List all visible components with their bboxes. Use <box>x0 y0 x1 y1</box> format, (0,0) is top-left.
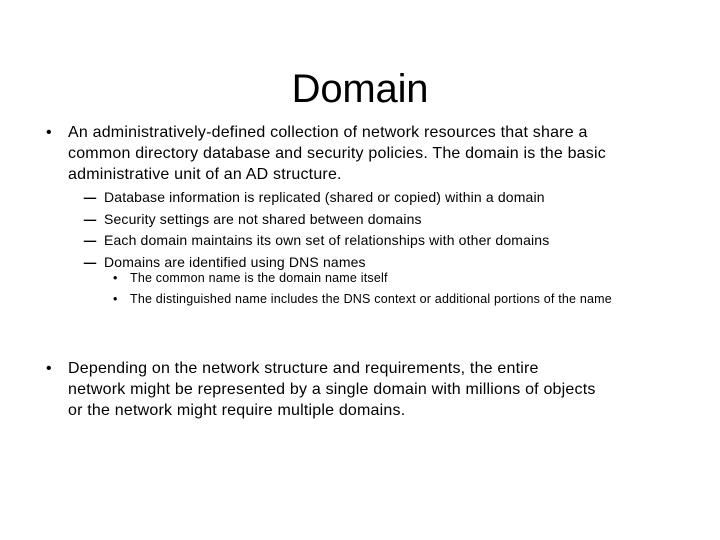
dash-bullet-marker-icon: – <box>83 189 98 205</box>
bullet-line: network might be represented by a single… <box>68 381 596 398</box>
bullet-marker-icon: • <box>46 124 52 141</box>
bullet-text: Each domain maintains its own set of rel… <box>104 232 550 248</box>
bullet-text: An administratively-defined collection o… <box>68 122 606 185</box>
bullet-text: Depending on the network structure and r… <box>68 358 596 421</box>
dash-bullet-marker-icon: – <box>83 254 98 270</box>
bullet-line: or the network might require multiple do… <box>68 402 406 419</box>
bullet-text: The distinguished name includes the DNS … <box>130 292 612 306</box>
page-title: Domain <box>291 66 429 111</box>
dash-bullet-marker-icon: – <box>83 232 98 248</box>
bullet-marker-icon: • <box>113 292 118 306</box>
bullet-text: The common name is the domain name itsel… <box>130 271 388 285</box>
dash-bullet-marker-icon: – <box>83 211 98 227</box>
bullet-marker-icon: • <box>113 271 118 285</box>
bullet-text: Security settings are not shared between… <box>104 211 422 227</box>
bullet-line: Depending on the network structure and r… <box>68 360 539 377</box>
bullet-marker-icon: • <box>46 360 52 377</box>
bullet-line: An administratively-defined collection o… <box>68 124 588 141</box>
bullet-text: Domains are identified using DNS names <box>104 254 366 270</box>
bullet-text: Database information is replicated (shar… <box>104 189 545 205</box>
bullet-line: administrative unit of an AD structure. <box>68 166 342 183</box>
bullet-line: common directory database and security p… <box>68 145 606 162</box>
